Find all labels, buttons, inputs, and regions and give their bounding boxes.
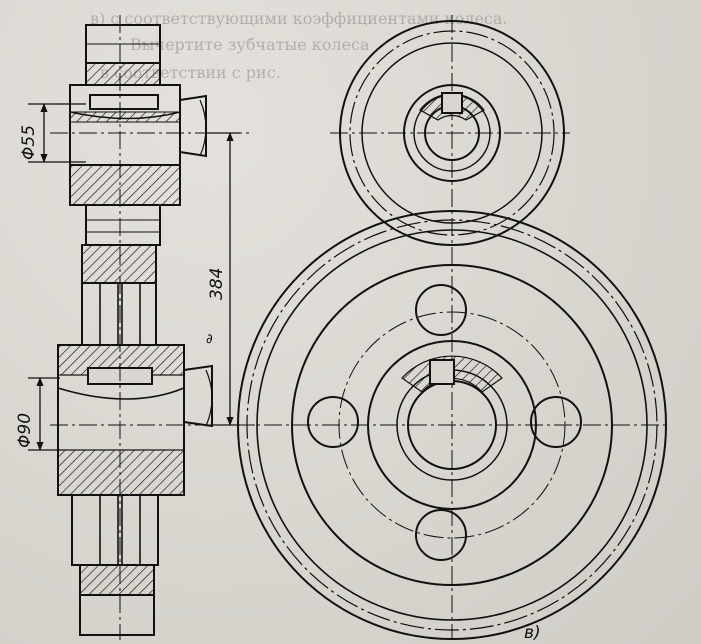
large-gear-root-circle bbox=[256, 229, 648, 621]
centre-lines bbox=[50, 15, 665, 640]
figure-letter: в) bbox=[524, 623, 541, 643]
small-gear-keyway bbox=[441, 92, 463, 114]
small-gear-front-view bbox=[339, 20, 565, 246]
large-gear-pitch-circle bbox=[246, 219, 658, 631]
background-text-line: Вычертите зубчатые колеса bbox=[130, 35, 370, 54]
large-gear-front-view bbox=[237, 210, 667, 640]
large-gear-rim-hatched-top bbox=[81, 244, 157, 284]
large-gear-hub-circle bbox=[367, 340, 537, 510]
lightening-hole-right bbox=[530, 396, 582, 448]
side-section-view bbox=[57, 24, 213, 636]
large-gear-keyway bbox=[429, 359, 455, 385]
small-gear-hub bbox=[69, 84, 181, 166]
small-gear-pitch-circle bbox=[349, 30, 555, 236]
large-gear-web-bottom bbox=[71, 494, 159, 566]
dimension-center-distance: 384 bbox=[207, 268, 227, 300]
large-gear-web-top bbox=[81, 282, 157, 346]
small-gear-web-hatched-top bbox=[85, 62, 161, 86]
small-gear-tip-circle bbox=[339, 20, 565, 246]
large-gear-web-circle bbox=[291, 264, 613, 586]
small-gear-root-circle bbox=[361, 42, 543, 224]
large-gear-tooth-rim-bottom bbox=[79, 594, 155, 636]
background-text-line: в) с соответствующими коэффициентами кол… bbox=[90, 9, 508, 28]
dimension-phi55: Φ55 bbox=[19, 125, 39, 160]
dimension-phi90: Φ90 bbox=[15, 413, 35, 448]
lightening-hole-left bbox=[307, 396, 359, 448]
dimension-lines bbox=[28, 103, 240, 451]
large-gear-rim-hatched-bottom bbox=[79, 564, 155, 596]
large-gear-tip-circle bbox=[237, 210, 667, 640]
lightening-hole-top bbox=[415, 284, 467, 336]
stray-glyph: ∂ bbox=[206, 332, 213, 347]
small-gear-tooth-rim-bottom bbox=[85, 204, 161, 246]
holes-pitch-circle bbox=[338, 311, 566, 539]
small-gear-web-hatched-bottom bbox=[69, 164, 181, 206]
small-gear-hub-circle bbox=[403, 84, 501, 182]
small-gear-key bbox=[89, 94, 159, 110]
lightening-hole-bottom bbox=[415, 509, 467, 561]
